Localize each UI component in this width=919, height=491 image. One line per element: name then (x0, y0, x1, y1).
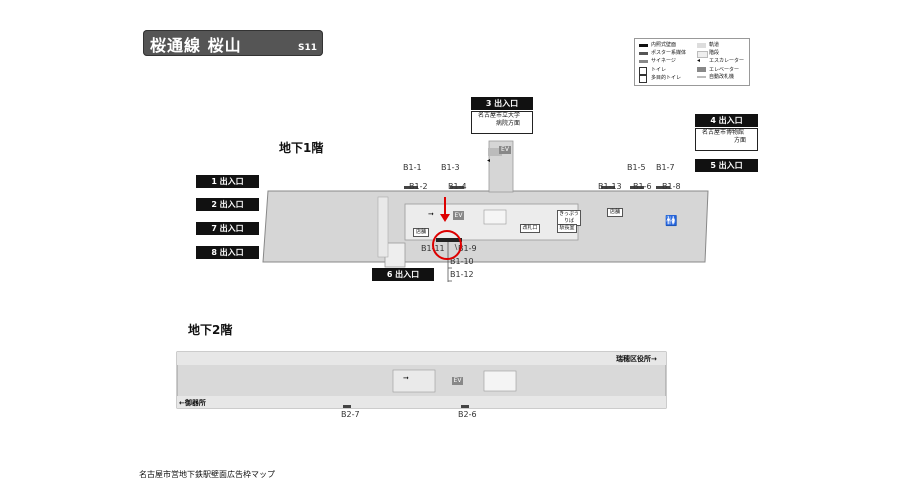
exit-7-sign: 7 出入口 (196, 222, 259, 235)
legend-label: 自動改札機 (709, 74, 735, 80)
ad-code: B1-10 (450, 257, 474, 266)
elevator-icon: EV (452, 377, 463, 385)
exit-4-sign: 4 出入口 (695, 114, 758, 127)
floor-title-b1: 地下1階 (279, 141, 324, 155)
toilet-icon (639, 67, 647, 75)
highlight-circle-icon (432, 230, 462, 260)
destination-line: 名古屋市博物館 (702, 129, 745, 136)
station-code: S11 (298, 43, 318, 53)
ad-slot-b1-1[interactable] (404, 186, 418, 189)
legend-label: ポスター系媒体 (651, 50, 687, 56)
elevator-icon: EV (499, 146, 511, 154)
exit-3-destination: 名古屋市立大学 病院方面 (471, 111, 533, 134)
ad-slot-b1-3[interactable] (450, 186, 464, 189)
legend-label: トイレ (651, 67, 667, 73)
escalator-arrow-icon: ➞ (428, 210, 434, 218)
exit-5-sign: 5 出入口 (695, 159, 758, 172)
map-legend: 内照式壁面 ポスター系媒体 サイネージ トイレ 多目的トイレ 軌道 階段 ◂ エ… (634, 38, 750, 86)
ad-code: B1-5 (627, 163, 646, 172)
legend-label: 階段 (709, 50, 720, 56)
floor-title-b2: 地下2階 (188, 323, 233, 337)
ad-code: B1-8 (662, 182, 681, 191)
legend-swatch (697, 43, 706, 48)
stairs-icon (488, 148, 502, 156)
ad-code: B1-4 (448, 182, 467, 191)
destination-line: 方面 (734, 137, 747, 144)
ad-code: B1-2 (409, 182, 428, 191)
escalator-icon (483, 370, 517, 392)
ad-code: B1-13 (598, 182, 622, 191)
highlight-arrow-icon (440, 214, 450, 222)
direction-text: 御器所 (184, 399, 206, 407)
destination-line: 名古屋市立大学 (478, 112, 521, 119)
exit-3-sign: 3 出入口 (471, 97, 533, 110)
ad-slot-b2-7[interactable] (343, 405, 351, 408)
station-title-plate (143, 30, 323, 56)
elevator-icon: EV (453, 211, 464, 220)
ad-code: B1-9 (458, 244, 477, 253)
ad-code: B2-7 (341, 410, 360, 419)
exit-8-sign: 8 出入口 (196, 246, 259, 259)
ad-slot-b1-13[interactable] (601, 186, 615, 189)
escalator-arrow-icon: ➞ (403, 374, 409, 382)
legend-label: 内照式壁面 (651, 42, 677, 48)
ad-slot-b1-11[interactable] (436, 238, 462, 242)
legend-label: エスカレーター (709, 58, 745, 64)
legend-swatch (639, 52, 648, 55)
escalator-arrow-icon: ◂ (487, 157, 491, 164)
ad-code: B1-6 (633, 182, 652, 191)
exit-6-sign: 6 出入口 (372, 268, 434, 281)
footer-caption: 名古屋市営地下鉄駅壁面広告枠マップ (139, 470, 275, 479)
exit-1-sign: 1 出入口 (196, 175, 259, 188)
direction-left-label: ←御器所 (179, 399, 206, 407)
shop-label: 店舗 (413, 228, 429, 237)
legend-swatch (639, 60, 648, 63)
destination-line: 病院方面 (496, 120, 521, 127)
stairs-icon (697, 51, 708, 58)
ad-slot-b1-7[interactable] (656, 186, 670, 189)
station-office-label: 駅長室 (557, 224, 577, 233)
elevator-icon (697, 67, 706, 72)
track-upper (177, 352, 666, 365)
ad-code: B1-12 (450, 270, 474, 279)
stairs-icon (377, 196, 389, 258)
gate-label: 改札口 (520, 224, 540, 233)
legend-label: 多目的トイレ (651, 75, 682, 81)
legend-label: サイネージ (651, 58, 676, 64)
direction-text: 瑞穂区役所 (616, 355, 651, 363)
accessible-toilet-icon (639, 75, 647, 83)
ad-slot-b1-5[interactable] (630, 186, 644, 189)
ad-slot-b2-6[interactable] (461, 405, 469, 408)
toilet-icon: 🚻 (665, 216, 678, 227)
station-name: 桜通線 桜山 (150, 36, 242, 55)
gate-icon (697, 76, 706, 78)
legend-label: 軌道 (709, 42, 720, 48)
ad-code: B1-3 (441, 163, 460, 172)
exit-4-destination: 名古屋市博物館 方面 (695, 128, 758, 151)
exit-2-sign: 2 出入口 (196, 198, 259, 211)
escalator-icon (483, 209, 507, 225)
ad-code: B2-6 (458, 410, 477, 419)
escalator-icon: ◂ (697, 57, 701, 64)
legend-swatch (639, 44, 648, 47)
stairs-icon (392, 369, 436, 393)
shop-label: 店舗 (607, 208, 623, 217)
ad-code: B1-7 (656, 163, 675, 172)
direction-right-label: 瑞穂区役所→ (616, 355, 657, 363)
legend-label: エレベーター (709, 67, 740, 73)
ad-code: B1-1 (403, 163, 422, 172)
track-lower (177, 396, 666, 408)
